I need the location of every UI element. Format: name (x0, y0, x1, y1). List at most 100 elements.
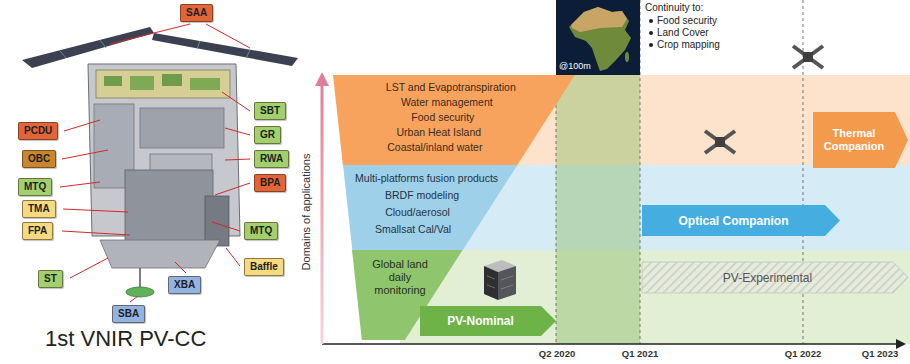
time-axis (322, 343, 898, 345)
text-slot: Q1 2021 (622, 348, 658, 359)
part-label-box: Baffle (244, 258, 284, 276)
leader-line (225, 128, 250, 135)
board-chip (190, 78, 220, 90)
bottom-plate (100, 240, 220, 268)
wing-seam (100, 40, 106, 48)
panel (705, 131, 735, 153)
part-name: SBT (260, 105, 280, 117)
application-text: Water management (401, 96, 493, 109)
part-name: GR (260, 129, 275, 141)
mission-name: Optical Companion (678, 214, 788, 228)
wing-seam (246, 50, 250, 58)
island (625, 52, 629, 62)
part-label-box: PCDU (18, 122, 58, 140)
time-tick: Q1 2023 (862, 348, 898, 359)
part-name: OBC (28, 153, 50, 165)
leader-line (63, 209, 128, 212)
text-slot: LST and Evapotranspiration (386, 81, 516, 94)
application-text: Smallsat Cal/Val (375, 223, 451, 236)
cell-line (501, 285, 513, 289)
arrow-outline (642, 205, 840, 236)
mission-name: PV-Nominal (447, 314, 514, 328)
monitoring-band-ground (400, 250, 910, 344)
domain-axis (321, 82, 324, 344)
text-slot: @100m (559, 61, 591, 72)
list-item: Crop mapping (657, 39, 720, 51)
cell-line (501, 276, 513, 280)
part-name: TMA (28, 203, 50, 215)
text-slot: Crop mapping (657, 39, 720, 51)
list-heading: Continuity to: (645, 2, 703, 14)
text-slot: Continuity to: (645, 2, 703, 14)
part-name: XBA (174, 279, 195, 291)
text-slot: Domains of applications (300, 154, 313, 271)
part-name: MTQ (250, 225, 272, 237)
time-tick: Q2 2020 (539, 348, 575, 359)
part-label-box: MTQ (18, 178, 52, 196)
board-chip (104, 76, 122, 86)
panel (793, 46, 823, 68)
part-name: MTQ (24, 181, 46, 193)
leader-line (222, 92, 250, 111)
arrow-outline (420, 306, 556, 336)
cube-side (484, 266, 498, 300)
application-text: Coastal/inland water (387, 141, 482, 154)
arrow-outline (813, 112, 908, 168)
part-name: SBA (118, 308, 139, 320)
baffle (205, 196, 229, 246)
antenna (126, 287, 154, 297)
axis-arrowhead (315, 72, 329, 86)
africa-image (556, 0, 640, 75)
mission-name: PV-Experimental (723, 271, 812, 285)
part-label-box: BPA (254, 174, 286, 192)
application-text: LST and Evapotranspiration (386, 81, 516, 94)
application-text: Global land daily monitoring (366, 258, 434, 297)
period-column (556, 75, 640, 344)
wing-seam (60, 51, 66, 58)
part-label-box: TMA (22, 200, 56, 218)
text-slot: Global land daily monitoring (366, 258, 434, 297)
timeline-arrow: Thermal Companion (813, 112, 908, 168)
text-slot: Urban Heat Island (397, 126, 482, 139)
application-text: BRDF modeling (385, 189, 459, 202)
panel (705, 131, 735, 153)
text-slot: Water management (401, 96, 493, 109)
part-name: RWA (260, 153, 283, 165)
mission-name: Thermal Companion (821, 127, 887, 153)
leader-line (130, 296, 138, 302)
part-name: FPA (28, 225, 47, 237)
leader-line (62, 150, 108, 159)
application-text: Multi-platforms fusion products (355, 172, 498, 185)
board-chip (162, 74, 182, 86)
panel (793, 46, 823, 68)
timeline-arrow: Optical Companion (642, 205, 840, 236)
leader-line (206, 24, 250, 48)
timeline-arrow: PV-Experimental (642, 262, 908, 293)
desert (571, 7, 627, 32)
text-slot: 1st VNIR PV-CC (45, 326, 206, 352)
application-band: LST and EvapotranspirationWater manageme… (333, 75, 575, 165)
part-label-box: FPA (22, 222, 53, 240)
cell-line (487, 285, 495, 288)
cell-line (487, 276, 495, 279)
arrow-outline (642, 262, 908, 293)
text-slot: Food security (411, 111, 474, 124)
text-slot: Q1 2023 (862, 348, 898, 359)
bullet (649, 31, 653, 35)
band-outline (333, 75, 575, 165)
application-text: Food security (411, 111, 474, 124)
text-slot: Q2 2020 (539, 348, 575, 359)
leader-line (212, 222, 240, 231)
satellite-icon (705, 131, 735, 153)
leader-line (225, 159, 250, 160)
solar-wing (22, 27, 154, 68)
part-label-box: SBA (112, 305, 145, 323)
part-label-box: XBA (168, 276, 201, 294)
body (715, 137, 725, 147)
image-ground (556, 0, 640, 75)
leader-lines (60, 24, 250, 302)
internal-unit (140, 108, 224, 148)
part-label-box: SBT (254, 102, 286, 120)
